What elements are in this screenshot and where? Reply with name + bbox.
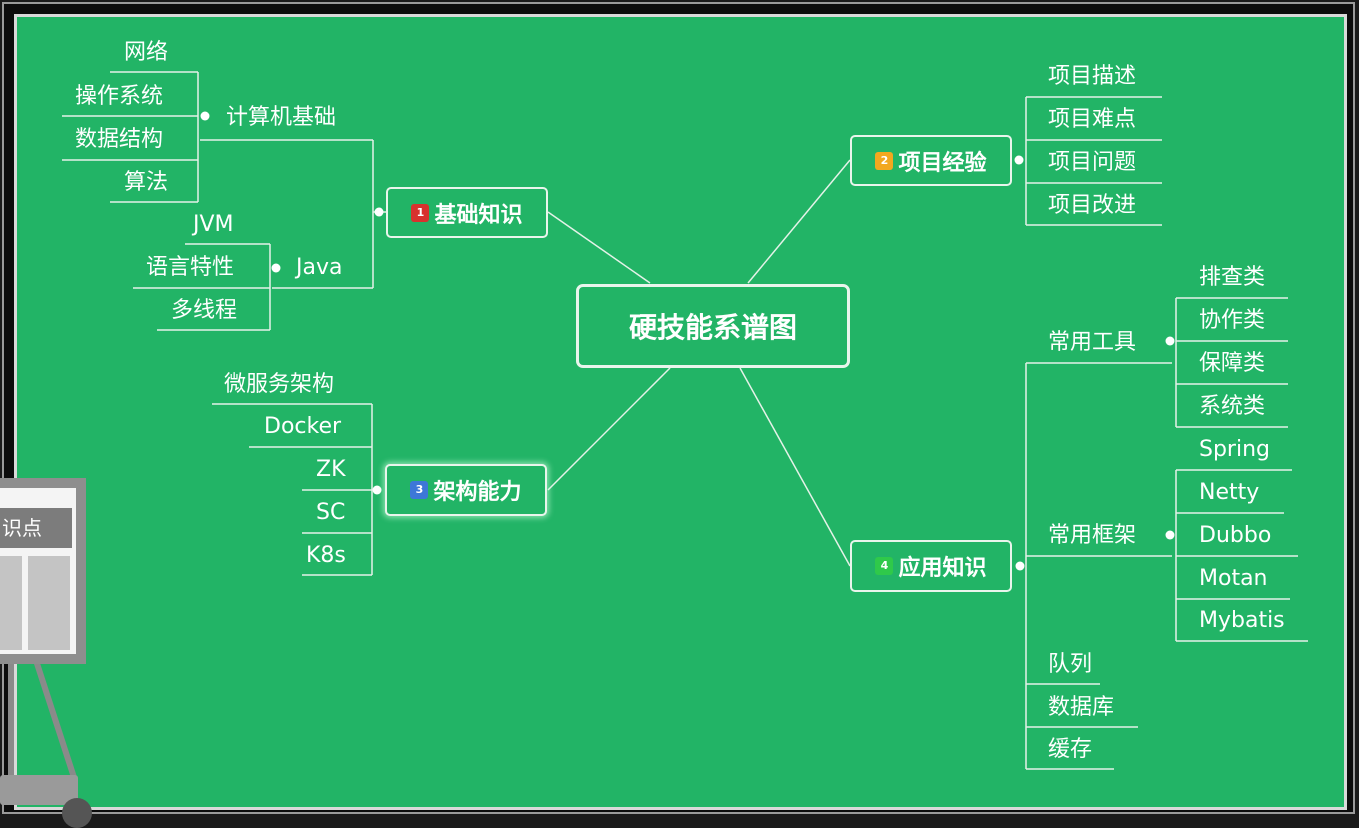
leaf-zk[interactable]: ZK (316, 457, 346, 482)
connector-root-t1 (547, 211, 651, 284)
priority-1-icon: 1 (411, 203, 430, 222)
leaf-mybatis[interactable]: Mybatis (1199, 608, 1285, 633)
leaf-sc[interactable]: SC (316, 500, 346, 525)
leaf-data-structure[interactable]: 数据结构 (75, 127, 164, 152)
leaf-queue[interactable]: 队列 (1048, 652, 1093, 677)
easel-wheel (62, 798, 92, 828)
blackboard-surface (14, 14, 1347, 810)
leaf-network[interactable]: 网络 (124, 40, 169, 65)
leaf-underlines-tools (1176, 297, 1288, 428)
leaf-underlines-basics (62, 71, 198, 203)
leaf-project-difficulty[interactable]: 项目难点 (1048, 107, 1137, 132)
leaf-project-description[interactable]: 项目描述 (1048, 64, 1137, 89)
leaf-assurance[interactable]: 保障类 (1199, 351, 1266, 376)
topic-label: 应用知识 (898, 556, 987, 581)
leaf-jvm[interactable]: JVM (193, 212, 234, 237)
priority-2-icon: 2 (875, 151, 894, 170)
leaf-os[interactable]: 操作系统 (75, 84, 164, 109)
leaf-microservices[interactable]: 微服务架构 (224, 372, 335, 397)
leaf-multithreading[interactable]: 多线程 (171, 298, 238, 323)
root-topic[interactable]: 硬技能系谱图 (576, 284, 850, 368)
leaf-troubleshooting[interactable]: 排查类 (1199, 265, 1266, 290)
leaf-netty[interactable]: Netty (1199, 480, 1260, 505)
leaf-underlines-arch (212, 403, 372, 576)
leaf-underlines-frameworks (1176, 469, 1308, 642)
leaf-dubbo[interactable]: Dubbo (1199, 523, 1272, 548)
leaf-project-issues[interactable]: 项目问题 (1048, 150, 1137, 175)
leaf-underlines-app-other (1026, 683, 1138, 770)
topic-architecture[interactable]: 3 架构能力 (385, 464, 547, 516)
leaf-docker[interactable]: Docker (264, 414, 342, 439)
leaf-database[interactable]: 数据库 (1048, 695, 1115, 720)
leaf-algorithm[interactable]: 算法 (124, 170, 169, 195)
connector-root-t4 (739, 367, 851, 567)
topic-label: 架构能力 (433, 480, 522, 505)
leaf-motan[interactable]: Motan (1199, 566, 1268, 591)
topic-applied-knowledge[interactable]: 4 应用知识 (850, 540, 1012, 592)
leaf-project-improvement[interactable]: 项目改进 (1048, 193, 1137, 218)
root-label: 硬技能系谱图 (628, 311, 797, 344)
priority-4-icon: 4 (875, 557, 894, 575)
leaf-underlines-project (1026, 96, 1162, 226)
priority-3-icon: 3 (410, 481, 429, 499)
leaf-spring[interactable]: Spring (1199, 437, 1270, 462)
leaf-language-features[interactable]: 语言特性 (146, 255, 235, 280)
connector-dots (200, 111, 1175, 571)
leaf-k8s[interactable]: K8s (306, 543, 346, 568)
leaf-system[interactable]: 系统类 (1199, 394, 1266, 419)
leaf-collaboration[interactable]: 协作类 (1199, 308, 1266, 333)
connector-root-t2 (747, 159, 851, 284)
leaf-cache[interactable]: 缓存 (1048, 737, 1093, 762)
topic-project-experience[interactable]: 2 项目经验 (850, 135, 1012, 186)
connector-root-t3 (547, 367, 671, 491)
subtopic-common-tools[interactable]: 常用工具 (1048, 330, 1137, 355)
leaf-underlines-java (133, 243, 270, 331)
topic-basic-knowledge[interactable]: 1 基础知识 (386, 187, 548, 238)
subtopic-common-frameworks[interactable]: 常用框架 (1048, 523, 1137, 548)
topic-label: 项目经验 (898, 150, 987, 176)
easel-title: 识点 (0, 508, 72, 548)
subtopic-computer-basics[interactable]: 计算机基础 (226, 105, 337, 130)
topic-label: 基础知识 (434, 202, 523, 228)
subtopic-java[interactable]: Java (296, 255, 343, 280)
